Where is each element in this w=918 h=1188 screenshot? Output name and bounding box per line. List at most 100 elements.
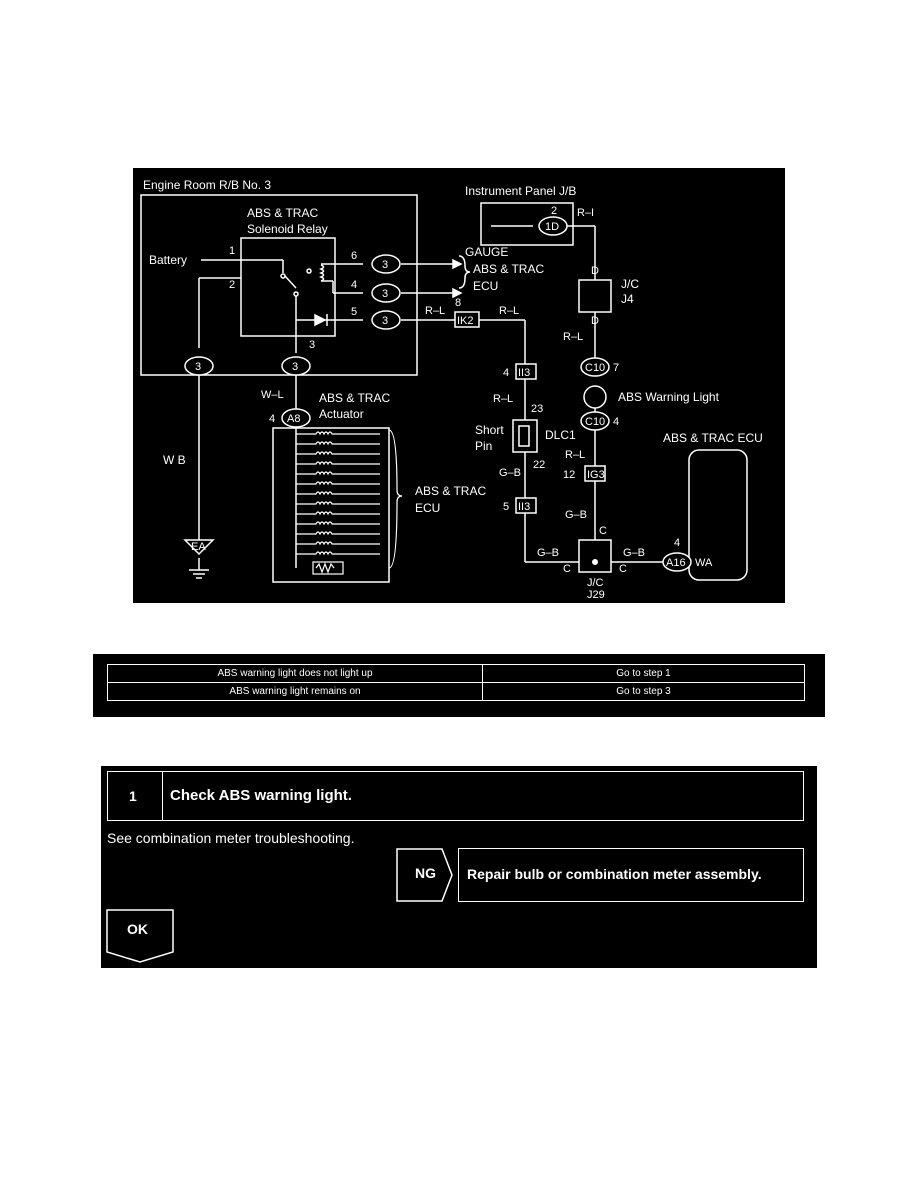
jc-j4-label-2: J4 [621,292,634,306]
wire-gb-2: G–B [565,509,587,521]
pin-4-label: 4 [351,279,357,291]
wire-rl-1: R–L [425,305,445,317]
instrument-panel-jb-label: Instrument Panel J/B [465,184,576,198]
connector-3-b: 3 [382,288,388,300]
connector-3-a: 3 [382,259,388,271]
wire-rl-5: R–L [565,449,585,461]
pin-3-label: 3 [309,339,315,351]
abs-trac-ecu-box [688,449,748,581]
engine-room-rb-label: Engine Room R/B No. 3 [143,178,271,192]
wiring-diagram: Engine Room R/B No. 3 ABS & TRAC Solenoi… [133,168,785,603]
pin-4-ii3: 4 [503,367,509,379]
wiring-diagram-svg: Engine Room R/B No. 3 ABS & TRAC Solenoi… [140,178,763,601]
letter-c-top: C [599,525,607,537]
engine-room-rb-box [140,194,418,376]
actuator-ecu-label-2: ECU [415,501,440,515]
a8-connector: A8 [287,413,300,425]
wire-rl-2: R–L [499,305,519,317]
abs-trac-ecu-label: ABS & TRAC ECU [663,431,763,445]
ng-action: Repair bulb or combination meter assembl… [467,866,762,882]
ecu-label-1: ABS & TRAC [473,262,544,276]
c10-connector-bottom: C10 [585,416,605,428]
gauge-label: GAUGE [465,245,508,259]
jc-j29-label-1: J/C [587,577,604,589]
relay-label-2: Solenoid Relay [247,222,328,236]
ecu-label-2: ECU [473,279,498,293]
wire-ri: R–I [577,207,594,219]
pin-23-label: 23 [531,403,543,415]
symptom-table-panel: ABS warning light does not light up Go t… [93,654,825,717]
wire-gb-1: G–B [499,467,521,479]
wire-wb: W B [163,453,186,467]
wire-rl-3: R–L [563,331,583,343]
wa-terminal: WA [695,557,713,569]
table-row: ABS warning light does not light up Go t… [107,664,805,683]
jc-j29-label-2: J29 [587,589,605,601]
wire-gb-3: G–B [537,547,559,559]
pin-4-a8: 4 [269,413,275,425]
connector-1d: 1D [545,221,559,233]
letter-c-left: C [563,563,571,575]
ig3-connector: IG3 [587,469,605,481]
pin-8-label: 8 [455,297,461,309]
connector-3-e: 3 [292,361,298,373]
relay-label-1: ABS & TRAC [247,206,318,220]
ng-label: NG [415,865,436,881]
ii3-connector-bottom: II3 [518,501,530,513]
table-row: ABS warning light remains on Go to step … [107,682,805,701]
step-title: Check ABS warning light. [170,787,352,804]
pin-7-label: 7 [613,362,619,374]
symptom-cell: ABS warning light does not light up [107,664,483,683]
a16-connector: A16 [666,557,686,569]
symptom-cell: ABS warning light remains on [107,682,483,701]
connector-3-c: 3 [382,315,388,327]
pin-6-label: 6 [351,250,357,262]
step-title-box: Check ABS warning light. [162,771,804,821]
pin-5-ii3: 5 [503,501,509,513]
wire-gb-4: G–B [623,547,645,559]
dlc1-label: DLC1 [545,428,576,442]
actuator-box [272,427,390,583]
ng-action-box: Repair bulb or combination meter assembl… [458,848,804,902]
action-cell[interactable]: Go to step 3 [482,682,805,701]
ok-label: OK [127,921,148,937]
jc-j29-box [578,539,612,573]
step-panel: 1 Check ABS warning light. See combinati… [101,766,817,968]
pin-4-c10: 4 [613,416,619,428]
pin-1-label: 1 [229,245,235,257]
pin-2-label: 2 [229,279,235,291]
ik2-connector: IK2 [457,315,474,327]
ng-arrow[interactable] [396,848,456,904]
letter-d-top: D [591,265,599,277]
short-pin-label-1: Short [475,423,504,437]
actuator-ecu-label-1: ABS & TRAC [415,484,486,498]
pin-22-label: 22 [533,459,545,471]
pin-2-jb: 2 [551,205,557,217]
ea-ground-label: EA [191,541,206,553]
instrument-panel-jb-box [480,202,574,246]
ok-arrow[interactable] [106,909,176,964]
abs-warning-light-label: ABS Warning Light [618,390,720,404]
jc-j4-label-1: J/C [621,277,639,291]
jc-j4-box [578,279,612,313]
pin-12-label: 12 [563,469,575,481]
step-instruction: See combination meter troubleshooting. [107,830,355,846]
pin-4-a16: 4 [674,537,680,549]
letter-c-right: C [619,563,627,575]
wire-wl: W–L [261,389,284,401]
pin-5-label: 5 [351,306,357,318]
actuator-label-1: ABS & TRAC [319,391,390,405]
c10-connector-top: C10 [585,362,605,374]
step-number: 1 [129,788,137,804]
ii3-connector-top: II3 [518,367,530,379]
wire-rl-4: R–L [493,393,513,405]
step-number-box: 1 [107,771,163,821]
symptom-table: ABS warning light does not light up Go t… [107,664,805,701]
solenoid-relay-box [240,237,336,337]
actuator-label-2: Actuator [319,407,364,421]
battery-label: Battery [149,253,187,267]
short-pin-label-2: Pin [475,439,492,453]
action-cell[interactable]: Go to step 1 [482,664,805,683]
letter-d-bottom: D [591,315,599,327]
connector-3-d: 3 [195,361,201,373]
